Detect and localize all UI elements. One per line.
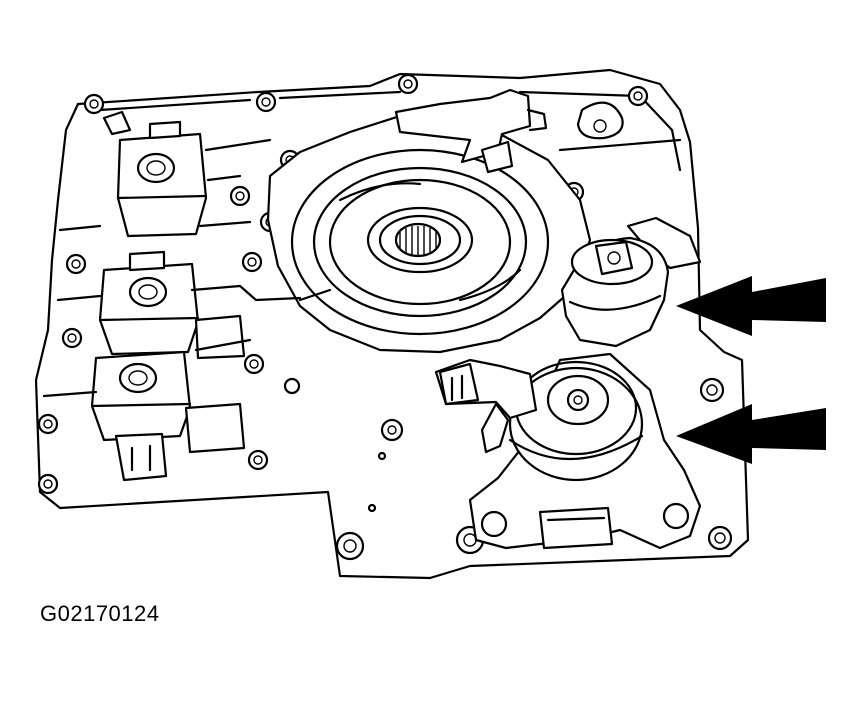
fluid-channels (42, 138, 332, 398)
arrow-left-icon (676, 404, 826, 464)
top-connector (394, 88, 532, 164)
shift-solenoid-middle (98, 250, 246, 360)
arrow-left-icon (676, 276, 826, 336)
pressure-control-solenoid (560, 216, 702, 348)
figure-code: G02170124 (40, 601, 160, 626)
plate-ridge (98, 90, 682, 172)
center-pump-housing (266, 114, 592, 354)
shift-solenoid-top (102, 110, 208, 238)
line-pressure-solenoid (468, 352, 702, 550)
shift-solenoid-bottom (90, 350, 246, 482)
solenoid-connector (434, 358, 538, 454)
